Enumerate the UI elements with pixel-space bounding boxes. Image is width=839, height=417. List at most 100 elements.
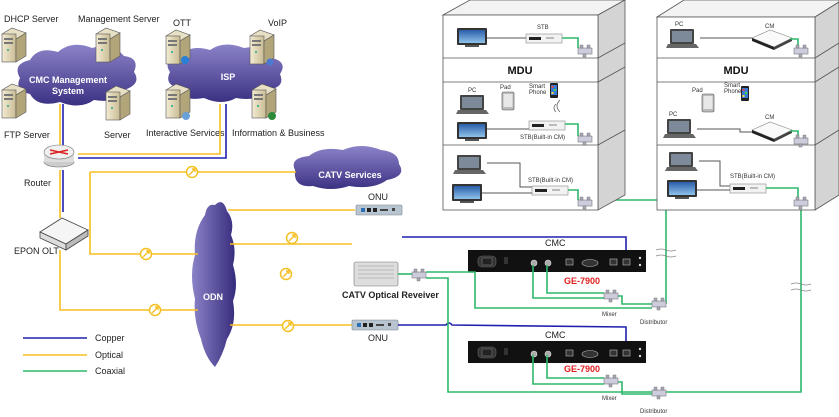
optical-marker-icon	[185, 165, 199, 179]
catv-services-cloud: CATV Services	[293, 146, 402, 189]
mdu-left-floor-2: PC Pad Smart Phone STB(Built-in CM)	[456, 83, 593, 146]
legend-item-copper: Copper	[23, 333, 125, 343]
ftp-server: FTP Server	[1, 83, 50, 140]
interactive-services-label: Interactive Services	[146, 128, 225, 138]
interactive-services-server: Interactive Services	[146, 83, 225, 138]
cmc-management-label-1: CMC Management	[29, 75, 107, 85]
optical-marker-icon	[139, 247, 153, 261]
smartphone-label: Smart	[724, 83, 740, 89]
smartphone-label-2: Phone	[529, 90, 547, 96]
cmc-bottom-title: CMC	[545, 330, 566, 340]
tv-icon	[457, 28, 487, 47]
server-label: Server	[104, 130, 131, 140]
distributor-top-label: Distributor	[640, 320, 667, 326]
optical-marker-icon	[281, 319, 295, 333]
legend-item-optical: Optical	[23, 350, 123, 360]
legend-item-coaxial: Coaxial	[23, 366, 125, 376]
mixer-bottom: Mixer	[602, 374, 619, 402]
mixer-top-label: Mixer	[602, 312, 617, 318]
tablet-icon	[501, 91, 515, 111]
information-business-label: Information & Business	[232, 128, 325, 138]
mdu-left-title: MDU	[507, 65, 532, 77]
onu-bottom: ONU	[351, 319, 399, 343]
stb-icon	[525, 33, 563, 44]
tv-icon	[452, 184, 482, 203]
catv-splitter-icon	[411, 268, 427, 282]
distributor-top: Distributor	[640, 297, 667, 326]
management-server-label: Management Server	[78, 14, 160, 24]
catv-optical-receiver: CATV Optical Reveiver	[342, 261, 439, 300]
voip-label: VoIP	[268, 18, 287, 28]
smartphone-label: Smart	[529, 84, 545, 90]
epon-olt: EPON OLT	[14, 217, 89, 256]
mdu-right-floor-2: Pad Smart Phone PC CM	[663, 83, 809, 148]
stb-builtin-cm-label: STB(Built-in CM)	[528, 178, 573, 184]
cm-label: CM	[765, 24, 774, 30]
smartphone-icon	[741, 86, 749, 101]
optical-marker-icon	[148, 303, 162, 317]
legend-label: Copper	[95, 333, 125, 343]
user-icon	[266, 58, 274, 66]
tv-icon	[457, 122, 487, 141]
voip-server: VoIP	[249, 18, 287, 66]
ftp-server-label: FTP Server	[4, 130, 50, 140]
smartphone-icon	[550, 83, 558, 98]
pc-label: PC	[468, 88, 477, 94]
pad-label: Pad	[692, 88, 703, 94]
catv-optical-receiver-label: CATV Optical Reveiver	[342, 290, 439, 300]
tablet-icon	[701, 93, 715, 113]
onu-top: ONU	[355, 192, 403, 216]
mdu-right-title: MDU	[723, 65, 748, 77]
optical-marker-icon	[279, 267, 293, 281]
router-arrows-icon	[49, 149, 69, 155]
globe-icon	[181, 56, 189, 64]
smartphone-label-2: Phone	[724, 89, 742, 95]
pad-label: Pad	[500, 85, 511, 91]
pc-label: PC	[669, 112, 678, 118]
ott-server: OTT	[165, 18, 191, 65]
router-label: Router	[24, 178, 51, 188]
tv-icon	[667, 180, 697, 199]
mdu-right-building: MDU	[655, 0, 839, 211]
pc-label: PC	[675, 22, 684, 28]
copper-link-bottom-cmc	[398, 322, 627, 343]
cmc-bottom: CMC GE-7900	[467, 330, 647, 374]
legend: Copper Optical Coaxial	[23, 333, 125, 376]
cmc-management-label-2: System	[52, 86, 84, 96]
stb-builtin-cm-label: STB(Built-in CM)	[730, 174, 775, 180]
copper-link-top-cmc	[402, 236, 627, 252]
generic-server: Server	[104, 85, 131, 140]
epon-olt-label: EPON OLT	[14, 246, 59, 256]
legend-label: Coaxial	[95, 366, 125, 376]
management-server: Management Server	[78, 14, 160, 63]
information-business-server: Information & Business	[232, 83, 325, 138]
optical-marker-icon	[285, 231, 299, 245]
onu-bottom-label: ONU	[368, 333, 388, 343]
stb-icon	[531, 185, 569, 196]
mdu-right-floor-1: PC CM	[666, 22, 809, 58]
router: Router	[24, 144, 75, 188]
stb-label: STB	[537, 25, 549, 31]
odn-label: ODN	[203, 292, 223, 302]
onu-top-label: ONU	[368, 192, 388, 202]
catv-services-label: CATV Services	[318, 170, 381, 180]
isp-label: ISP	[221, 72, 236, 82]
mdu-right-floor-3: STB(Built-in CM)	[665, 152, 809, 210]
globe-icon	[268, 112, 276, 120]
legend-label: Optical	[95, 350, 123, 360]
mdu-left-floor-3: STB(Built-in CM)	[452, 155, 593, 210]
stb-icon	[528, 120, 566, 131]
mixer-top: Mixer	[602, 289, 619, 318]
mdu-left-floor-1: STB	[457, 25, 593, 58]
stb-builtin-cm-label: STB(Built-in CM)	[520, 135, 565, 141]
stb-icon	[729, 183, 767, 194]
wifi-icon	[553, 99, 561, 113]
cmc-top: CMC GE-7900	[467, 238, 647, 286]
odn-cloud: ODN	[192, 202, 236, 367]
cmc-top-model: GE-7900	[564, 276, 600, 286]
dhcp-server-label: DHCP Server	[4, 14, 58, 24]
cm-label: CM	[765, 115, 774, 121]
globe-icon	[182, 112, 190, 120]
distributor-bottom: Distributor	[640, 386, 667, 415]
ott-label: OTT	[173, 18, 191, 28]
